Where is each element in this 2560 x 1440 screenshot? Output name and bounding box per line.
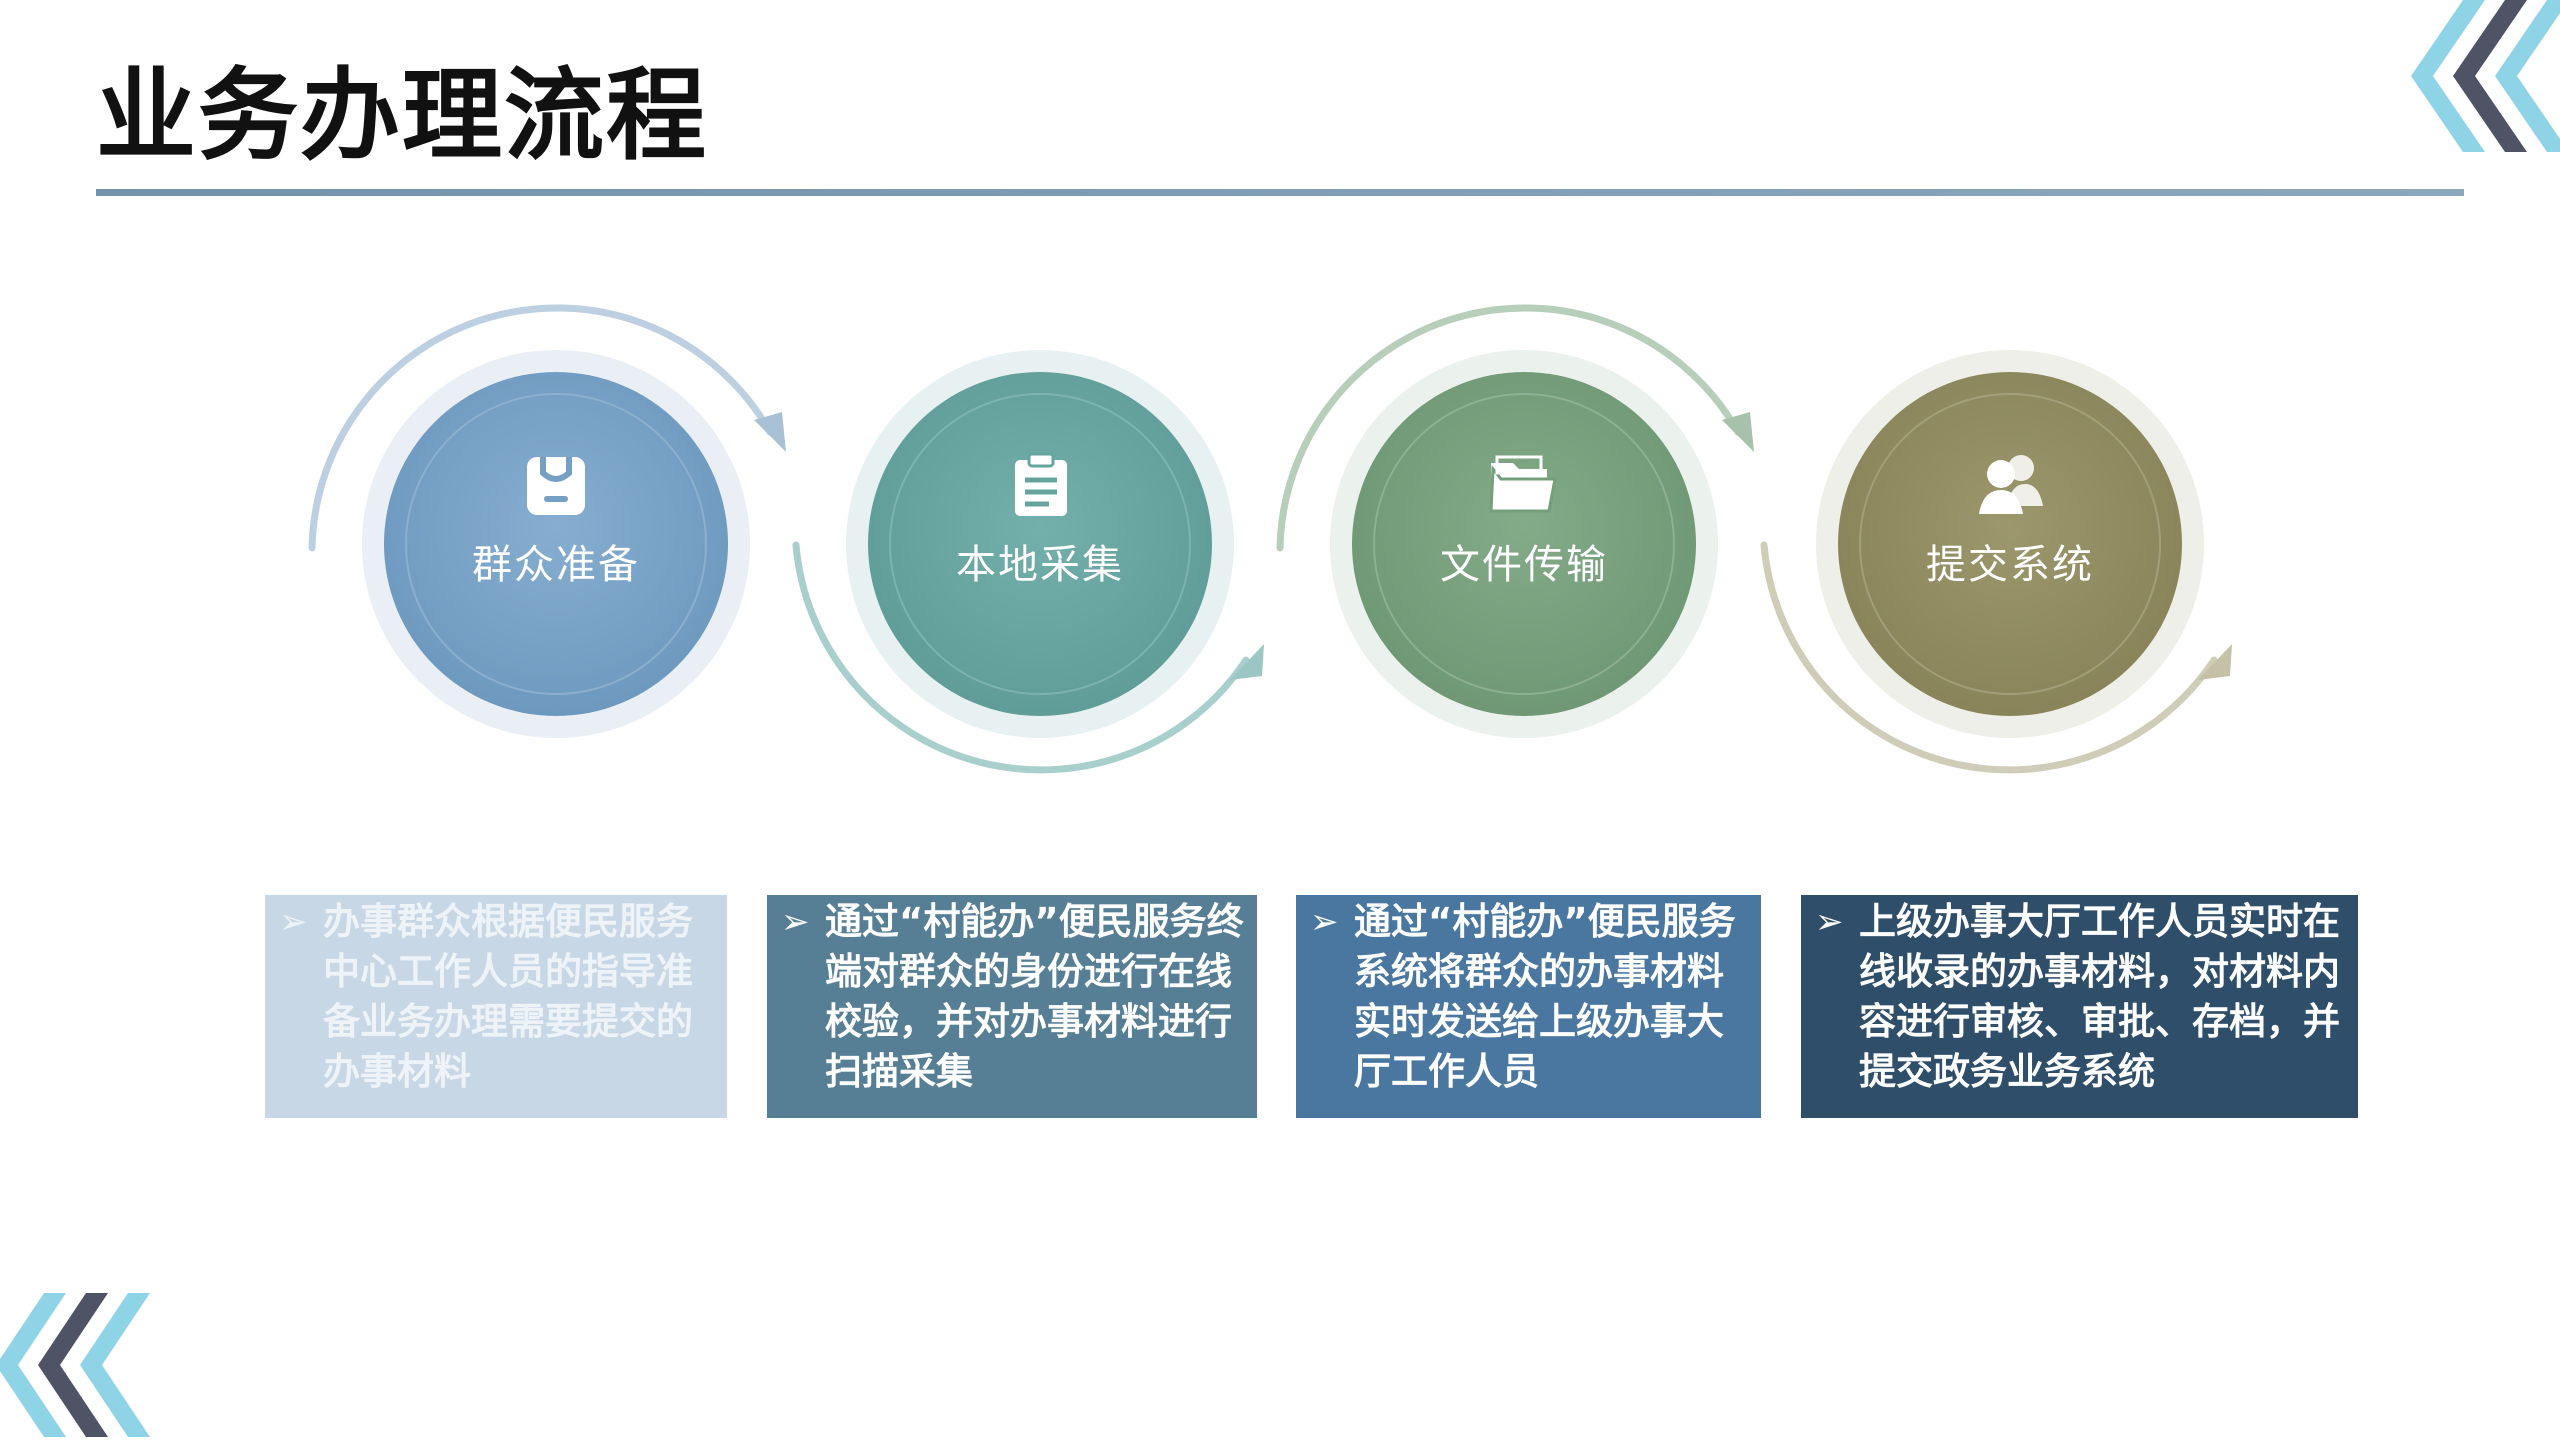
description-text-3: 通过“村能办”便民服务系统将群众的办事材料实时发送给上级办事大厅工作人员 (1354, 900, 1736, 1093)
bullet-arrow-icon: ➢ (1815, 902, 1844, 942)
flow-arc-3 (1276, 304, 1754, 552)
step-circle-4 (1816, 350, 2204, 738)
clipboard-icon (1015, 452, 1067, 516)
description-box-3: ➢ 通过“村能办”便民服务系统将群众的办事材料实时发送给上级办事大厅工作人员 (1296, 895, 1761, 1118)
description-box-2: ➢ 通过“村能办”便民服务终端对群众的身份进行在线校验，并对办事材料进行扫描采集 (767, 895, 1257, 1118)
step-label-4: 提交系统 (1926, 542, 2094, 588)
step-circle-1 (362, 350, 750, 738)
folder-icon (1489, 455, 1557, 513)
bullet-arrow-icon: ➢ (279, 902, 308, 942)
step-label-1: 群众准备 (472, 542, 640, 588)
step-circle-2 (846, 350, 1234, 738)
tag-icon (527, 457, 585, 515)
description-box-1: ➢ 办事群众根据便民服务中心工作人员的指导准备业务办理需要提交的办事材料 (265, 895, 727, 1118)
description-box-4: ➢ 上级办事大厅工作人员实时在线收录的办事材料，对材料内容进行审核、审批、存档，… (1801, 895, 2358, 1118)
chevron-left-icon (0, 1293, 150, 1437)
bullet-arrow-icon: ➢ (781, 902, 810, 942)
flow-arc-1 (308, 304, 786, 552)
description-text-4: 上级办事大厅工作人员实时在线收录的办事材料，对材料内容进行审核、审批、存档，并提… (1859, 900, 2340, 1093)
page-title: 业务办理流程 (96, 57, 708, 174)
chevron-left-icon (2411, 0, 2560, 152)
description-text-1: 办事群众根据便民服务中心工作人员的指导准备业务办理需要提交的办事材料 (323, 900, 693, 1093)
flow-arc-2 (792, 541, 1264, 774)
step-circle-3 (1330, 350, 1718, 738)
flow-arc-4 (1760, 541, 2232, 774)
step-label-3: 文件传输 (1440, 542, 1608, 588)
description-text-2: 通过“村能办”便民服务终端对群众的身份进行在线校验，并对办事材料进行扫描采集 (825, 900, 1244, 1093)
title-divider (96, 189, 2464, 196)
step-label-2: 本地采集 (956, 542, 1124, 588)
bullet-arrow-icon: ➢ (1310, 902, 1339, 942)
users-icon (1979, 455, 2043, 514)
